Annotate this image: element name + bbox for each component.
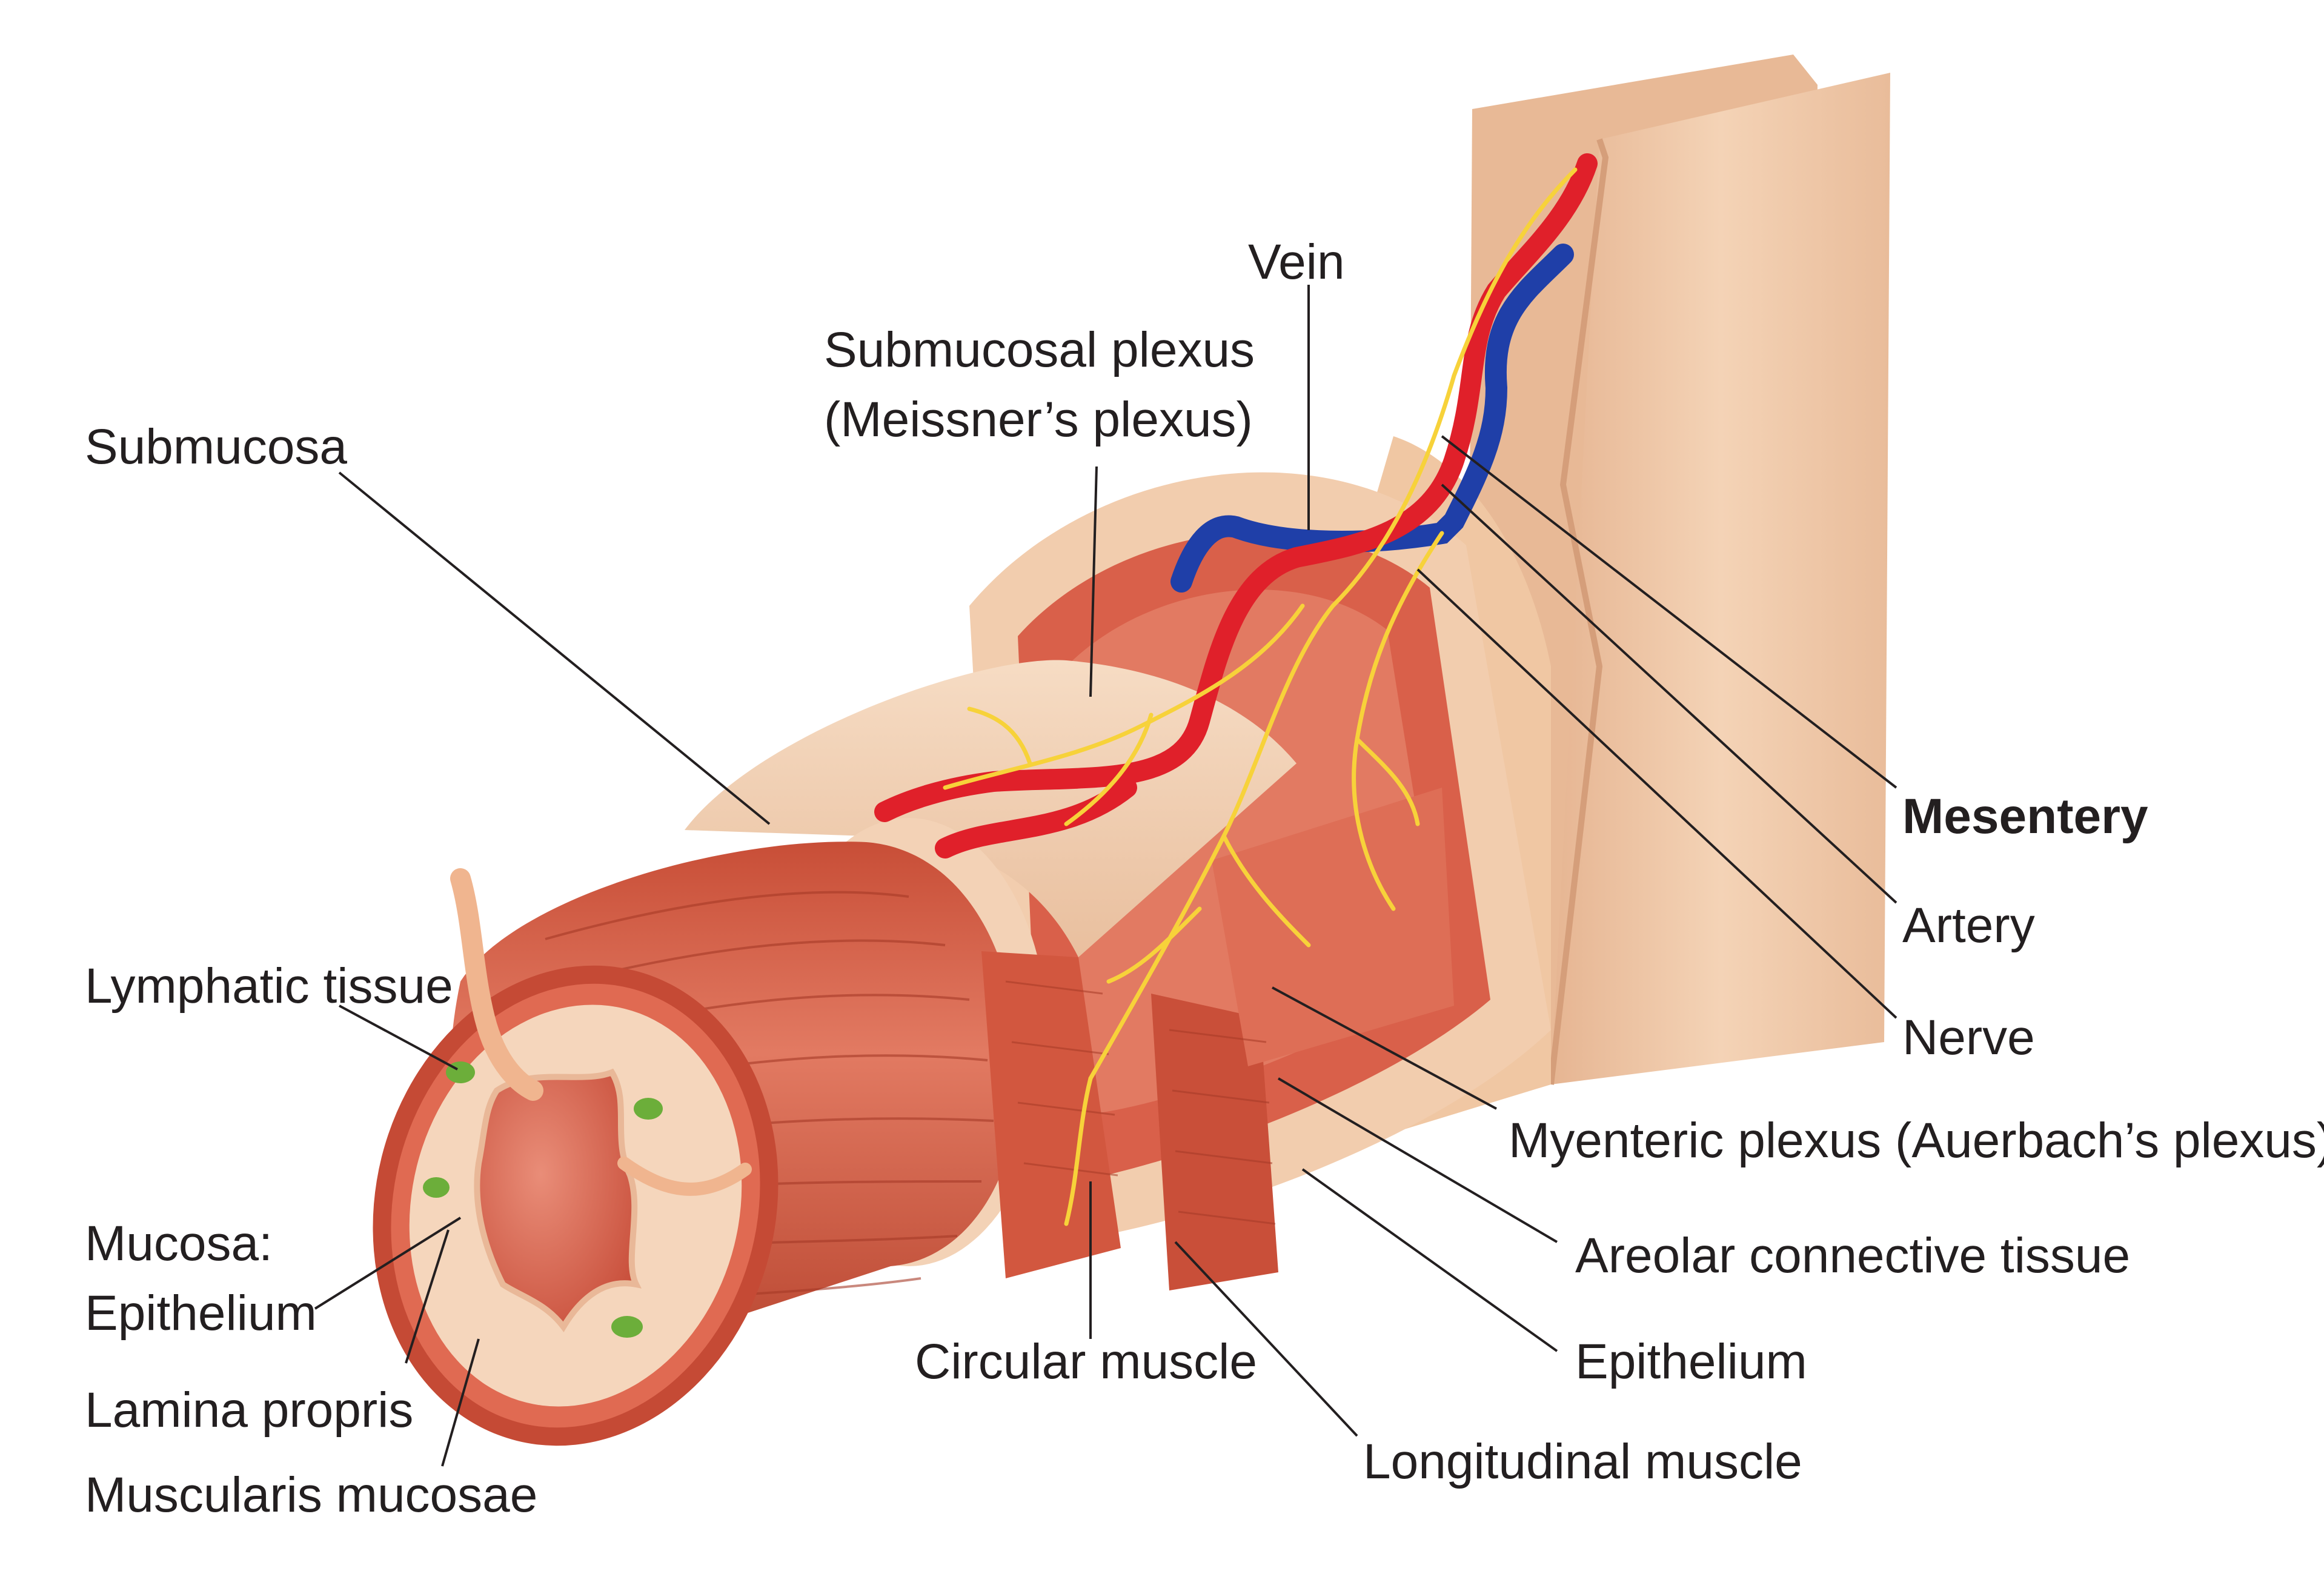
leader-lines — [314, 285, 1897, 1467]
leader-artery — [1441, 483, 1897, 904]
label-mucosa-epithelium: Epithelium — [85, 1286, 317, 1341]
leader-mesentery — [1441, 435, 1897, 789]
label-nerve: Nerve — [1902, 1010, 2035, 1065]
label-submucosa: Submucosa — [85, 419, 347, 474]
label-artery: Artery — [1902, 898, 2035, 953]
label-lymphatic-tissue: Lymphatic tissue — [85, 958, 453, 1014]
label-areolar-connective-tissue: Areolar connective tissue — [1575, 1228, 2130, 1283]
label-myenteric-plexus: Myenteric plexus (Auerbach’s plexus) — [1509, 1113, 2324, 1168]
nerve-network — [943, 167, 1578, 1226]
cutaway-muscle-layers — [981, 788, 1454, 1290]
leader-epithelium-outer — [1301, 1168, 1558, 1352]
cross-section — [373, 868, 779, 1446]
leader-lymphatic — [339, 1005, 458, 1071]
label-lamina-propris: Lamina propris — [85, 1383, 413, 1438]
label-epithelium-outer: Epithelium — [1575, 1334, 1807, 1389]
lymphatic-nodule — [423, 1177, 450, 1198]
label-vein: Vein — [1248, 234, 1345, 290]
label-mesentery: Mesentery — [1902, 789, 2148, 844]
label-submucosal-plexus-line1: Submucosal plexus — [824, 322, 1255, 377]
label-mucosa: Mucosa: — [85, 1216, 273, 1271]
label-circular-muscle: Circular muscle — [915, 1334, 1257, 1389]
lymphatic-nodule — [634, 1098, 663, 1120]
leader-lamina-propris — [405, 1229, 450, 1364]
label-longitudinal-muscle: Longitudinal muscle — [1363, 1434, 1802, 1489]
leader-submucosa — [338, 471, 771, 825]
leader-longitudinal-muscle — [1174, 1241, 1358, 1437]
leader-mucosa-epithelium — [314, 1217, 462, 1310]
vein-vessel — [1170, 244, 1574, 593]
labels: Vein Submucosal plexus (Meissner’s plexu… — [85, 234, 2324, 1523]
leader-myenteric — [1272, 986, 1497, 1110]
lymphatic-nodule — [611, 1316, 643, 1338]
artery-vessel — [874, 153, 1598, 858]
leader-submucosal-plexus — [1089, 466, 1098, 697]
label-submucosal-plexus-line2: (Meissner’s plexus) — [824, 392, 1253, 447]
blood-vessels — [874, 153, 1598, 858]
leader-nerve — [1416, 568, 1897, 1019]
leader-areolar — [1277, 1077, 1558, 1243]
leader-muscularis-mucosae — [441, 1338, 480, 1467]
label-muscularis-mucosae: Muscularis mucosae — [85, 1467, 537, 1523]
